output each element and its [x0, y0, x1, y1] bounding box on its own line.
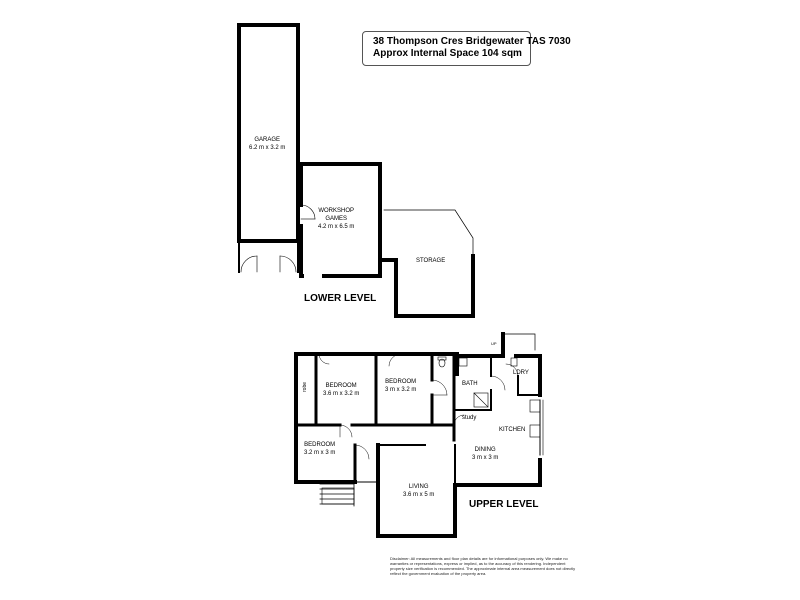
garage-dims: 6.2 m x 3.2 m	[249, 145, 286, 151]
disclaimer: Disclaimer: All measurements and floor p…	[390, 556, 576, 576]
bath-label: BATH	[462, 380, 478, 388]
ldry-name: LDRY	[513, 370, 529, 376]
study-name: study	[462, 415, 477, 421]
area-text: Approx Internal Space 104 sqm	[373, 48, 522, 59]
storage-name: STORAGE	[416, 258, 446, 264]
bedroom3-dims: 3.2 m x 3 m	[304, 450, 336, 456]
address-box: 38 Thompson Cres Bridgewater TAS 7030 Ap…	[362, 31, 571, 66]
bedroom1-label: BEDROOM 3.6 m x 3.2 m	[323, 382, 359, 398]
bedroom3-name: BEDROOM	[304, 442, 336, 448]
garage-label: GARAGE 6.2 m x 3.2 m	[249, 136, 285, 152]
living-dims: 3.6 m x 5 m	[403, 492, 435, 498]
bedroom1-dims: 3.6 m x 3.2 m	[323, 391, 360, 397]
ldry-up-label: UP	[491, 341, 497, 346]
living-label: LIVING 3.6 m x 5 m	[403, 483, 434, 499]
storage-label: STORAGE	[416, 257, 445, 265]
ldry-label: LDRY	[513, 369, 529, 377]
workshop-walls	[299, 162, 382, 278]
games-name: GAMES	[325, 216, 348, 222]
upper-level-label: UPPER LEVEL	[469, 499, 539, 510]
door-swings	[318, 353, 519, 521]
living-name: LIVING	[408, 484, 429, 490]
garage-walls	[237, 23, 300, 273]
dining-label: DINING 3 m x 3 m	[472, 446, 498, 462]
lower-level-label: LOWER LEVEL	[304, 293, 377, 304]
bedroom3-label: BEDROOM 3.2 m x 3 m	[304, 441, 335, 457]
upper-interior-walls	[294, 352, 541, 486]
bedroom2-label: BEDROOM 3 m x 3.2 m	[385, 378, 416, 394]
workshop-name: WORKSHOP	[318, 208, 355, 214]
workshop-label: WORKSHOP GAMES 4.2 m x 6.5 m	[318, 207, 354, 231]
robe-label: robe	[302, 381, 308, 392]
kitchen-label: KITCHEN	[499, 426, 525, 434]
storage-walls	[378, 209, 475, 318]
garage-name: GARAGE	[254, 137, 281, 143]
workshop-dims: 4.2 m x 6.5 m	[318, 224, 355, 230]
address-text: 38 Thompson Cres Bridgewater TAS 7030	[373, 36, 571, 47]
kitchen-name: KITCHEN	[499, 427, 526, 433]
stairs	[319, 481, 355, 507]
dining-dims: 3 m x 3 m	[472, 455, 499, 461]
bedroom2-dims: 3 m x 3.2 m	[385, 387, 417, 393]
fixtures	[321, 356, 541, 505]
bedroom1-name: BEDROOM	[325, 383, 357, 389]
bath-name: BATH	[462, 381, 478, 387]
bedroom2-name: BEDROOM	[385, 379, 417, 385]
stairs-up-label: UP	[321, 480, 327, 485]
study-label: study	[462, 414, 476, 422]
dining-name: DINING	[474, 447, 496, 453]
